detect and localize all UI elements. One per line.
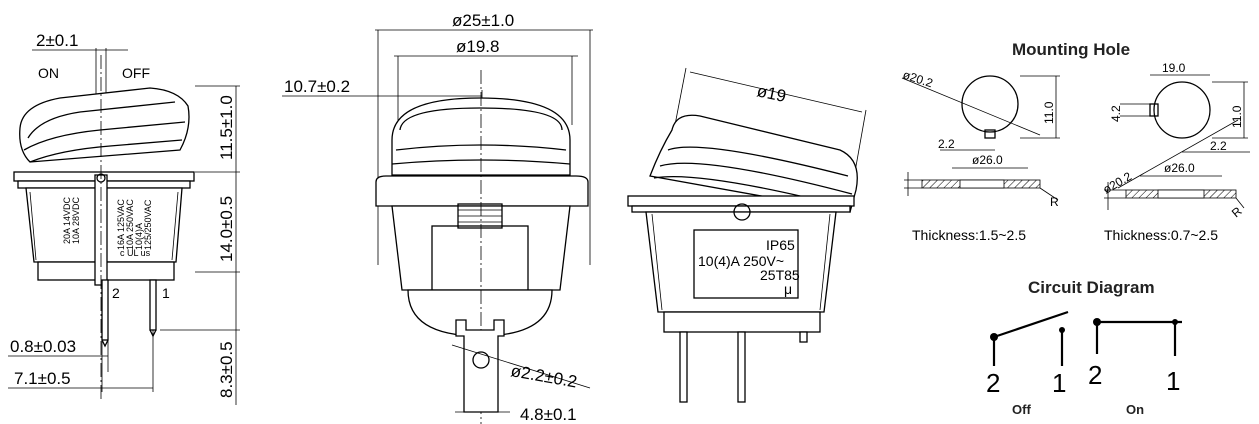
cert-mark: c UL us (120, 248, 151, 258)
on-pin-1: 1 (1166, 366, 1180, 396)
label-on: ON (38, 65, 59, 81)
circuit-off: 2 1 Off (986, 310, 1069, 417)
label-temp: 25T85 (760, 267, 800, 283)
on-label: On (1126, 402, 1144, 417)
dim-pin-thickness: 0.8±0.03 (10, 337, 76, 356)
label-ip65: IP65 (766, 237, 795, 253)
dim-tab-width: 4.8±0.1 (520, 405, 577, 424)
mounting-hole-title: Mounting Hole (1012, 40, 1130, 59)
dim-right-bottom: ø26.0 (1164, 161, 1195, 175)
dim-outer-diameter: ø25±1.0 (452, 11, 514, 30)
off-label: Off (1012, 402, 1031, 417)
svg-text:10A 28VDC: 10A 28VDC (71, 196, 81, 244)
thickness-right: Thickness:0.7~2.5 (1104, 227, 1218, 243)
dim-left-side: 11.0 (1042, 101, 1056, 124)
dim-pin-height: 8.3±0.5 (217, 341, 236, 398)
circuit-diagram: Circuit Diagram 2 1 Off 2 1 On (986, 278, 1182, 417)
svg-text:125/250VAC: 125/250VAC (143, 199, 153, 250)
dim-right-left: 4.2 (1109, 105, 1123, 122)
circuit-on: 2 1 On (1088, 318, 1182, 417)
mounting-hole-left: ø20.2 11.0 2.2 ø26.0 R Thickness:1.5~2.5 (901, 68, 1060, 243)
label-mark: μ (784, 281, 792, 297)
pin-2-label: 2 (112, 285, 120, 301)
dim-left-diag: ø20.2 (901, 68, 935, 91)
dim-right-key: 2.2 (1210, 139, 1227, 153)
dim-left-key: 2.2 (938, 137, 955, 151)
circuit-title: Circuit Diagram (1028, 278, 1155, 297)
side-view: 2±0.1 ON OFF 20A 14VDC 10A 28VDC 16A 125… (8, 31, 240, 405)
body-ratings: 20A 14VDC 10A 28VDC (62, 196, 81, 244)
body-ratings-2: 16A 125VAC 10A 250VAC 10(4)A 125/250VAC (116, 199, 153, 250)
svg-text:16A 125VAC: 16A 125VAC (116, 199, 126, 250)
thickness-left: Thickness:1.5~2.5 (912, 227, 1026, 243)
svg-text:10(4)A: 10(4)A (134, 223, 144, 250)
label-rating: 10(4)A 250V~ (698, 253, 784, 269)
dim-right-top: 19.0 (1162, 61, 1186, 75)
dim-offset: 10.7±0.2 (284, 77, 350, 96)
label-off: OFF (122, 65, 150, 81)
dim-body-height: 14.0±0.5 (217, 196, 236, 262)
on-pin-2: 2 (1088, 360, 1102, 390)
front-view: ø25±1.0 ø19.8 10.7±0.2 ø2.2±0.2 4.8±0.1 (282, 11, 593, 424)
pin-1-label: 1 (162, 285, 170, 301)
angled-view: ø19 IP65 10(4)A 250V~ 25T85 μ (627, 67, 867, 403)
mounting-hole-right: 19.0 4.2 11.0 ø20.2 2.2 ø26.0 R Thicknes… (1101, 61, 1250, 243)
dim-cap-height: 11.5±1.0 (217, 95, 236, 160)
dim-inner-diameter: ø19.8 (456, 37, 499, 56)
dim-left-bottom: ø26.0 (972, 153, 1003, 167)
dim-left-r: R (1050, 195, 1059, 209)
dim-right-side: 11.0 (1230, 105, 1244, 128)
dim-hole-diameter: ø2.2±0.2 (509, 361, 578, 391)
mounting-hole-section: Mounting Hole ø20.2 11.0 2.2 ø26.0 R Thi… (901, 40, 1250, 243)
off-pin-1: 1 (1052, 368, 1066, 398)
svg-text:10A 250VAC: 10A 250VAC (125, 199, 135, 250)
dim-cap-diameter: ø19 (755, 81, 788, 106)
dim-pin-spacing: 7.1±0.5 (14, 369, 71, 388)
off-pin-2: 2 (986, 368, 1000, 398)
dim-pitch: 2±0.1 (36, 31, 78, 50)
svg-text:20A 14VDC: 20A 14VDC (62, 196, 72, 244)
